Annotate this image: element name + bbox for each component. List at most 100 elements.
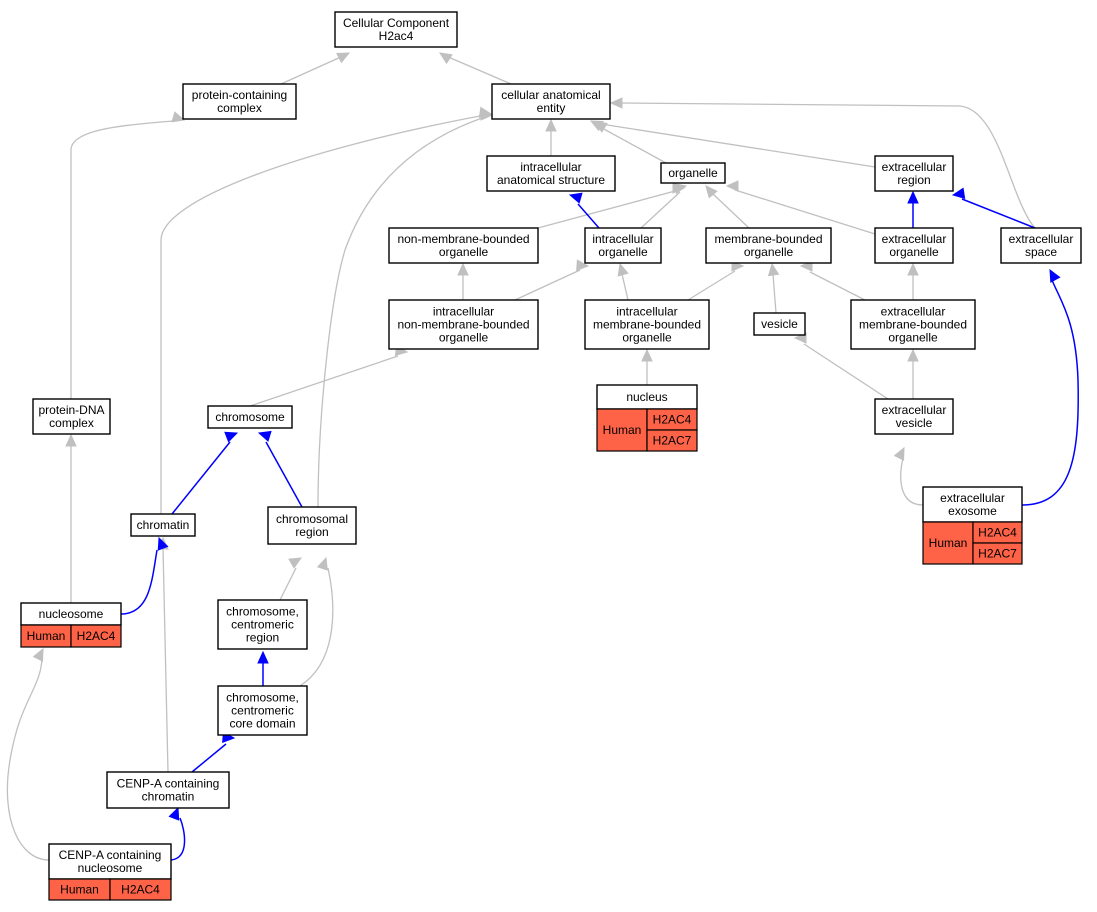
node-label: membrane-bounded [714, 232, 822, 246]
is-a-edge [687, 260, 745, 301]
edge-line [249, 355, 399, 407]
edge-line [279, 567, 297, 601]
node-box [267, 506, 357, 545]
species-label: Human [27, 629, 66, 643]
go-term-node-organelle[interactable]: organelle [660, 162, 726, 184]
part-of-edge [907, 190, 919, 228]
gene-cell [646, 429, 698, 452]
is-a-edge [893, 446, 924, 506]
go-term-node-chromatin[interactable]: chromatin [130, 513, 196, 537]
node-box [32, 398, 111, 435]
edge-line [900, 457, 924, 506]
edge-line [171, 441, 231, 515]
is-a-edge [617, 262, 629, 301]
node-label: organelle [622, 331, 672, 345]
node-label: extracellular [882, 403, 947, 417]
node-box [491, 83, 611, 120]
gene-label: H2AC4 [121, 883, 160, 897]
gene-cell [109, 878, 172, 901]
edge-line [160, 115, 481, 514]
edge-line [514, 269, 581, 301]
node-label: chromosome, [226, 605, 299, 619]
part-of-edge [168, 806, 186, 861]
gene-cell [70, 624, 122, 648]
arrowhead [336, 52, 351, 64]
node-label: chromatin [137, 518, 190, 532]
edge-line [280, 55, 344, 85]
is-a-edge [705, 185, 750, 229]
arrowhead [545, 118, 557, 132]
go-term-node-chromosome[interactable]: chromosome [207, 405, 293, 429]
edge-line [621, 102, 1036, 229]
node-label: chromosome, [226, 691, 299, 705]
part-of-edge [191, 731, 236, 773]
go-term-node-intracellular-non-membrane-bounded-organelle[interactable]: intracellularnon-membrane-boundedorganel… [388, 299, 539, 350]
node-label: intracellular [592, 232, 653, 246]
edge-line [600, 123, 876, 168]
arrowhead [576, 259, 590, 271]
edge-line [265, 441, 303, 508]
arrowhead [457, 262, 469, 276]
arrowhead [907, 348, 919, 362]
is-a-edge [767, 262, 780, 314]
is-a-edge [545, 118, 557, 156]
edge-line [734, 189, 876, 235]
node-box [388, 299, 539, 350]
edge-line [621, 273, 629, 301]
arrowhead [609, 97, 623, 109]
edge-line [961, 198, 1036, 229]
node-box [106, 771, 230, 809]
arrowhead [705, 185, 718, 199]
arrowhead [157, 536, 169, 551]
edge-line [191, 743, 227, 773]
edge-line [772, 273, 777, 314]
arrowhead [907, 262, 919, 276]
node-label: vesicle [896, 416, 933, 430]
node-box [584, 299, 710, 350]
node-label: extracellular [1009, 232, 1074, 246]
node-label: non-membrane-bounded [397, 232, 529, 246]
arrowhead [32, 647, 44, 662]
node-label: space [1025, 245, 1057, 259]
part-of-edge [1021, 268, 1079, 506]
node-box [874, 227, 954, 264]
node-box [874, 398, 954, 435]
gene-label: H2AC4 [77, 629, 116, 643]
species-cell [596, 408, 648, 452]
node-label: nucleosome [78, 861, 143, 875]
is-a-edge [65, 433, 77, 603]
go-term-node-vesicle[interactable]: vesicle [753, 312, 806, 336]
node-label: nucleus [626, 390, 667, 404]
node-label: vesicle [761, 317, 798, 331]
is-a-edge [279, 557, 303, 601]
edge-line [70, 120, 175, 399]
node-label: extracellular [882, 232, 947, 246]
node-box [753, 312, 806, 336]
node-label: exosome [948, 504, 997, 518]
node-label: organelle [439, 331, 489, 345]
arrowhead [257, 650, 269, 664]
